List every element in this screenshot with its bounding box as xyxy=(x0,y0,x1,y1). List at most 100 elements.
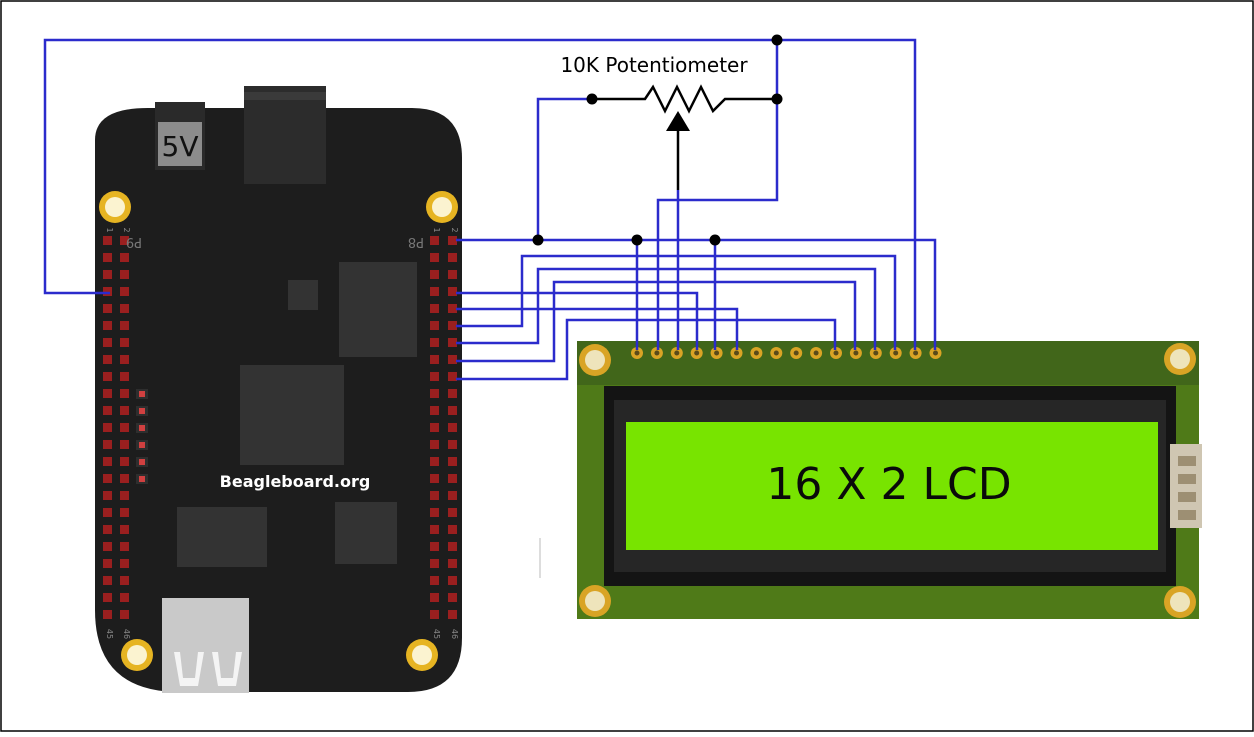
p9-pin xyxy=(103,321,112,330)
user-led xyxy=(139,459,145,465)
chip-pmic xyxy=(335,502,397,564)
p8-pin xyxy=(448,576,457,585)
p8-pin xyxy=(448,423,457,432)
usb-host-slot-right xyxy=(212,652,242,686)
p8-pin xyxy=(448,525,457,534)
user-led xyxy=(139,442,145,448)
p8-pin xyxy=(430,253,439,262)
p9-pin xyxy=(103,406,112,415)
node-gnd-b xyxy=(631,234,643,246)
lcd-pin-row xyxy=(631,347,942,359)
p8-pin xyxy=(448,593,457,602)
p8-pin xyxy=(430,525,439,534)
p9-pin xyxy=(120,406,129,415)
ethernet-jack-edge xyxy=(244,92,326,100)
p9-pin xyxy=(120,474,129,483)
p9-pin xyxy=(120,542,129,551)
p9-pin xyxy=(103,508,112,517)
lcd-pin-hole xyxy=(773,350,779,356)
lcd-pin-hole xyxy=(694,350,700,356)
lcd-pin-hole xyxy=(873,350,879,356)
p8-pin xyxy=(430,508,439,517)
p8-pin xyxy=(448,236,457,245)
p9-pin xyxy=(120,440,129,449)
wire-d5 xyxy=(456,267,877,350)
user-led xyxy=(139,408,145,414)
p8-pin xyxy=(448,304,457,313)
p9-pin xyxy=(120,270,129,279)
p9-pin xyxy=(103,372,112,381)
chip-ram xyxy=(339,262,417,357)
p9-header xyxy=(103,236,129,619)
lcd-pin-hole xyxy=(813,350,819,356)
wire-en xyxy=(456,307,739,350)
p9-pin xyxy=(120,253,129,262)
node-gnd-c xyxy=(709,234,721,246)
p9-pin2-label: 2 xyxy=(122,227,131,232)
p8-pin xyxy=(448,287,457,296)
wire-d7 xyxy=(456,318,837,381)
p9-pin xyxy=(103,287,112,296)
user-led xyxy=(139,425,145,431)
p8-pin xyxy=(448,508,457,517)
node-pot-right xyxy=(771,93,783,105)
p8-pin xyxy=(430,440,439,449)
p8-pin xyxy=(448,610,457,619)
lcd-pin-hole xyxy=(674,350,680,356)
p9-pin xyxy=(120,610,129,619)
node-pot-left xyxy=(586,93,598,105)
lcd-pin-hole xyxy=(654,350,660,356)
p8-pin xyxy=(430,542,439,551)
lcd-screen xyxy=(626,422,1158,550)
ethernet-jack xyxy=(244,86,326,184)
p8-pin xyxy=(430,457,439,466)
p9-pin45-label: 45 xyxy=(105,629,114,639)
chip-emmc xyxy=(177,507,267,567)
p9-pin xyxy=(103,474,112,483)
p9-pin xyxy=(120,389,129,398)
p9-pin xyxy=(103,236,112,245)
lcd-module: 16 X 2 LCD xyxy=(539,341,1202,619)
node-gnd-a xyxy=(532,234,544,246)
potentiometer-wiper-arrow xyxy=(666,111,690,131)
p9-pin xyxy=(120,287,129,296)
p8-pin xyxy=(448,559,457,568)
p9-pin xyxy=(120,423,129,432)
p8-pin46-label: 46 xyxy=(450,629,459,639)
board-name: Beagleboard.org xyxy=(220,472,371,491)
p8-pin xyxy=(430,236,439,245)
p9-pin xyxy=(120,321,129,330)
p9-pin xyxy=(103,253,112,262)
p9-pin xyxy=(120,372,129,381)
p8-pin xyxy=(430,474,439,483)
p8-pin xyxy=(430,287,439,296)
p9-pin1-label: 1 xyxy=(105,227,114,232)
wire-d4 xyxy=(456,254,897,350)
chip-small xyxy=(288,280,318,310)
p8-pin xyxy=(430,423,439,432)
potentiometer-resistor-body xyxy=(592,84,777,114)
p9-pin xyxy=(120,236,129,245)
p9-pin xyxy=(103,389,112,398)
p9-pin xyxy=(103,440,112,449)
chip-processor xyxy=(240,365,344,465)
p9-pin xyxy=(120,338,129,347)
lcd-pin-hole xyxy=(933,350,938,356)
p8-pin xyxy=(430,338,439,347)
wire-rs xyxy=(456,291,699,350)
p9-pin xyxy=(103,355,112,364)
p8-pin2-label: 2 xyxy=(450,227,459,232)
lcd-pin-hole xyxy=(853,350,859,356)
wire-5v xyxy=(43,38,917,350)
lcd-pin-hole xyxy=(753,350,759,356)
p9-pin xyxy=(103,610,112,619)
p8-pin xyxy=(430,389,439,398)
potentiometer: 10K Potentiometer xyxy=(560,53,777,190)
lcd-title: 16 X 2 LCD xyxy=(766,459,1011,510)
p9-pin xyxy=(103,338,112,347)
p8-pin xyxy=(430,610,439,619)
p8-label: P8 xyxy=(408,234,424,249)
p9-pin xyxy=(103,593,112,602)
p8-pin xyxy=(430,304,439,313)
